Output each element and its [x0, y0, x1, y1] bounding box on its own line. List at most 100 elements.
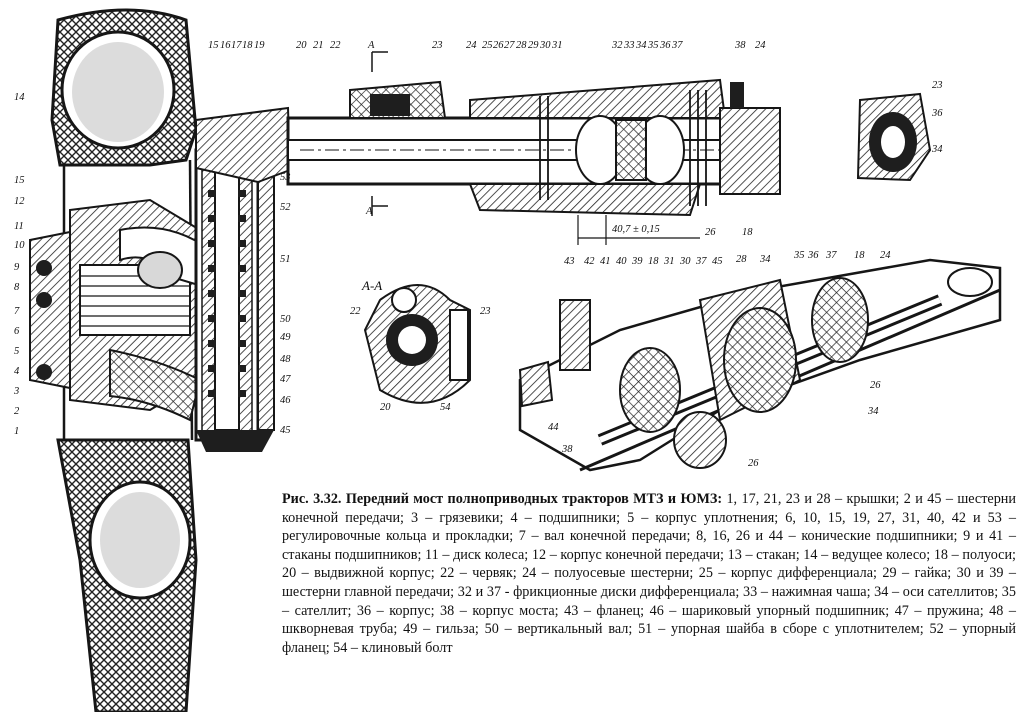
callout-section-label: 22 — [350, 306, 361, 317]
callout-iso-top-label: 37 — [695, 256, 707, 267]
caption-title: Рис. 3.32. Передний мост полноприводных … — [282, 491, 723, 507]
callout-top-label: 18 — [242, 40, 253, 51]
callout-iso-top-label: 30 — [679, 256, 691, 267]
callout-top-label: 24 — [755, 40, 766, 51]
callout-top-label: 31 — [551, 40, 563, 51]
callout-iso-misc-label: 44 — [548, 422, 559, 433]
callout-iso-top-label: 35 — [793, 250, 805, 261]
callout-top-label: 19 — [254, 40, 265, 51]
callout-left-label: 12 — [14, 196, 25, 207]
callout-top-label: 35 — [647, 40, 659, 51]
callout-iso-top-label: 41 — [600, 256, 611, 267]
callout-mid-label: 46 — [280, 395, 291, 406]
callout-right-top-label: 18 — [742, 227, 753, 238]
callout-mid-label: 52 — [280, 202, 291, 213]
section-mark-top: A — [367, 40, 375, 51]
callout-mid-label: 48 — [280, 354, 291, 365]
labels-section: 22 23 20 54 — [350, 306, 491, 413]
callout-top-label: 16 — [220, 40, 231, 51]
callout-left-label: 7 — [14, 306, 20, 317]
callout-iso-top-label: 37 — [825, 250, 837, 261]
callout-left-label: 1 — [14, 426, 19, 437]
kingpin-assembly — [194, 148, 275, 452]
dimension-label: 40,7 ± 0,15 — [612, 224, 660, 235]
callout-section-label: 20 — [380, 402, 391, 413]
callout-right-top-label: 26 — [705, 227, 716, 238]
callout-section-label: 23 — [480, 306, 491, 317]
figure-caption: Рис. 3.32. Передний мост полноприводных … — [282, 490, 1016, 657]
callout-iso-misc-label: 38 — [561, 444, 573, 455]
callout-inset-label: 23 — [932, 80, 943, 91]
wheel-drawing — [50, 8, 198, 712]
callout-top-label: 32 — [611, 40, 623, 51]
callout-top-label: 33 — [623, 40, 635, 51]
callout-iso-top-label: 24 — [880, 250, 891, 261]
callout-mid-label: 51 — [280, 254, 291, 265]
callout-section-label: 54 — [440, 402, 451, 413]
callout-top-label: 30 — [539, 40, 551, 51]
callout-top-label: 27 — [504, 40, 515, 51]
callout-mid-label: 49 — [280, 332, 291, 343]
callout-iso-misc-label: 34 — [867, 406, 879, 417]
callout-top-label: 28 — [516, 40, 527, 51]
callout-iso-top-label: 43 — [564, 256, 575, 267]
callout-left-label: 8 — [14, 282, 20, 293]
callout-mid-label: 47 — [280, 374, 291, 385]
callout-top-label: 24 — [466, 40, 477, 51]
callout-top-label: 38 — [734, 40, 746, 51]
callout-iso-top-label: 40 — [616, 256, 627, 267]
callout-top-label: 15 — [208, 40, 219, 51]
callout-iso-top-label: 31 — [663, 256, 675, 267]
labels-right-top: 26 18 — [705, 227, 753, 238]
callout-top-label: 34 — [635, 40, 647, 51]
callout-iso-top-label: 45 — [712, 256, 723, 267]
callout-left-label: 5 — [14, 346, 19, 357]
isometric-cutaway — [518, 258, 1002, 472]
section-title: A-A — [361, 278, 382, 293]
final-drive-section — [29, 198, 217, 422]
callout-inset-label: 36 — [931, 108, 943, 119]
callout-left-label: 6 — [14, 326, 20, 337]
callout-iso-top-label: 34 — [759, 254, 771, 265]
inset-detail — [856, 92, 932, 182]
callout-mid-label: 53 — [280, 172, 291, 183]
callout-iso-misc-label: 26 — [870, 380, 881, 391]
callout-top-label: 20 — [296, 40, 307, 51]
callout-top-label: 26 — [493, 40, 504, 51]
section-mark-bottom: A — [365, 206, 373, 217]
callout-iso-misc-label: 26 — [748, 458, 759, 469]
callout-top-label: 17 — [231, 40, 242, 51]
callout-iso-top-label: 18 — [854, 250, 865, 261]
callout-iso-top-label: 28 — [736, 254, 747, 265]
callout-top-label: 29 — [528, 40, 539, 51]
callout-left-label: 3 — [13, 386, 19, 397]
callout-mid-label: 45 — [280, 425, 291, 436]
callout-left-label: 10 — [14, 240, 25, 251]
callout-iso-top-label: 42 — [584, 256, 595, 267]
section-a-a — [363, 284, 471, 404]
callout-mid-label: 50 — [280, 314, 291, 325]
callout-left-label: 14 — [14, 92, 25, 103]
callout-top-label: 37 — [671, 40, 683, 51]
callout-left-label: 4 — [14, 366, 20, 377]
callout-left-label: 9 — [14, 262, 20, 273]
callout-iso-top-label: 18 — [648, 256, 659, 267]
labels-inset: 23 36 34 — [931, 80, 943, 155]
labels-mid: 53 52 51 50 49 48 47 46 45 — [280, 172, 291, 436]
callout-top-label: 36 — [659, 40, 671, 51]
callout-left-label: 2 — [14, 406, 20, 417]
callout-inset-label: 34 — [931, 144, 943, 155]
callout-left-label: 15 — [14, 175, 25, 186]
callout-top-label: 25 — [482, 40, 493, 51]
callout-iso-top-label: 36 — [807, 250, 819, 261]
callout-iso-top-label: 39 — [631, 256, 643, 267]
callout-top-label: 22 — [330, 40, 341, 51]
callout-top-label: 23 — [432, 40, 443, 51]
axle-beam — [195, 51, 781, 245]
callout-top-label: 21 — [313, 40, 324, 51]
